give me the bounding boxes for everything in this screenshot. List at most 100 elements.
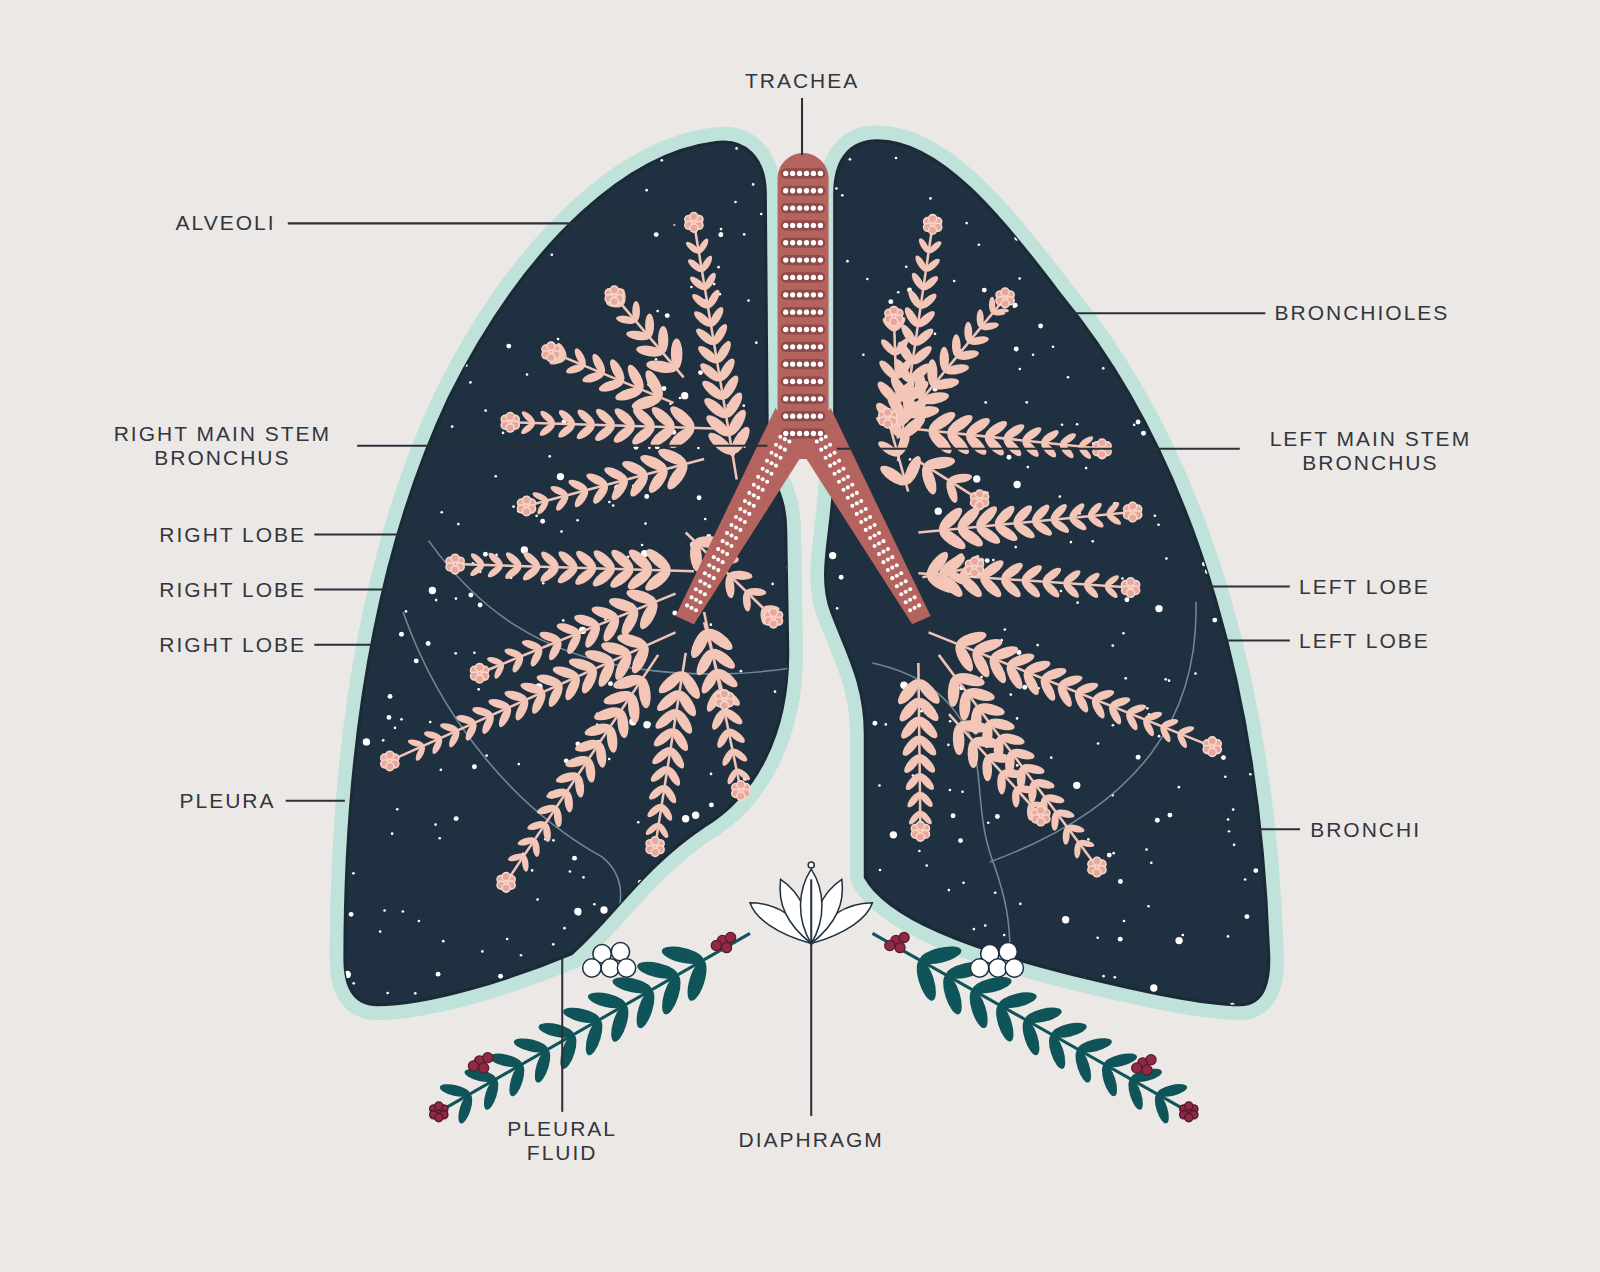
berry bbox=[479, 1063, 489, 1073]
star-dot bbox=[1172, 244, 1175, 247]
star-dot bbox=[961, 790, 964, 793]
star-dot bbox=[675, 908, 678, 911]
star-dot bbox=[1018, 277, 1021, 280]
star-dot bbox=[391, 832, 394, 835]
alveoli-cluster bbox=[976, 490, 984, 498]
star-dot bbox=[995, 814, 1000, 819]
star-dot bbox=[973, 475, 980, 482]
alveoli-cluster bbox=[476, 675, 484, 683]
alveoli-cluster bbox=[769, 608, 777, 616]
star-dot bbox=[713, 283, 716, 286]
branch-stem bbox=[929, 632, 1213, 746]
leaf bbox=[967, 740, 979, 768]
branch-stem bbox=[551, 352, 673, 403]
leaf bbox=[487, 697, 511, 711]
star-dot bbox=[934, 333, 937, 336]
star-dot bbox=[1087, 296, 1090, 299]
alveoli-cluster bbox=[884, 408, 892, 416]
leaf bbox=[555, 621, 580, 637]
ring-dot bbox=[818, 292, 823, 297]
leaf bbox=[724, 574, 735, 599]
star-dot bbox=[363, 738, 370, 745]
leaf bbox=[702, 271, 718, 291]
leaf bbox=[469, 551, 486, 567]
ring-dot bbox=[743, 499, 747, 503]
ring-dot bbox=[895, 574, 899, 578]
star-dot bbox=[1155, 818, 1160, 823]
star-dot bbox=[569, 870, 572, 873]
star-dot bbox=[929, 197, 932, 200]
bronchiole-branches bbox=[381, 213, 1222, 893]
leaf bbox=[554, 493, 571, 512]
star-dot bbox=[1096, 936, 1099, 939]
ring-dot bbox=[818, 188, 823, 193]
star-dot bbox=[1107, 853, 1112, 858]
ring-dot bbox=[797, 327, 802, 332]
star-dot bbox=[1272, 817, 1275, 820]
star-dot bbox=[548, 455, 551, 458]
berry bbox=[483, 1053, 493, 1063]
star-dot bbox=[454, 652, 457, 655]
star-dot bbox=[948, 889, 951, 892]
part-label: PLEURA bbox=[180, 789, 276, 813]
star-dot bbox=[400, 718, 403, 721]
ring-dot bbox=[815, 440, 819, 444]
leaf bbox=[947, 676, 960, 707]
ring-dot bbox=[804, 188, 809, 193]
ring-dot bbox=[783, 379, 788, 384]
star-dot bbox=[557, 473, 564, 480]
leaf bbox=[456, 1092, 475, 1125]
star-dot bbox=[1155, 605, 1162, 612]
star-dot bbox=[498, 974, 503, 979]
alveoli-cluster bbox=[451, 554, 459, 562]
star-dot bbox=[1127, 200, 1132, 205]
cartilage-ring bbox=[781, 168, 826, 178]
ring-dot bbox=[811, 309, 816, 314]
leaf bbox=[1061, 580, 1081, 600]
star-dot bbox=[1007, 455, 1012, 460]
part-label: ALVEOLI bbox=[176, 211, 276, 235]
ring-dot bbox=[818, 275, 823, 280]
alveoli-cluster bbox=[970, 557, 978, 565]
alveoli-cluster bbox=[890, 306, 898, 314]
ring-dot bbox=[716, 558, 720, 562]
star-dot bbox=[454, 816, 459, 821]
star-dot bbox=[1265, 350, 1270, 355]
star-dot bbox=[520, 954, 523, 957]
leaf bbox=[997, 772, 1006, 795]
star-dot bbox=[436, 972, 441, 977]
alveoli-cluster bbox=[720, 701, 728, 709]
ring-dot bbox=[818, 205, 823, 210]
star-dot bbox=[1129, 229, 1132, 232]
leaf bbox=[586, 989, 627, 1011]
ring-dot bbox=[804, 309, 809, 314]
ring-dot bbox=[917, 603, 921, 607]
alveoli-cluster bbox=[884, 420, 892, 428]
ring-dot bbox=[841, 488, 845, 492]
star-dot bbox=[785, 979, 788, 982]
star-dot bbox=[1062, 916, 1069, 923]
leaf bbox=[607, 357, 627, 384]
ring-dot bbox=[804, 431, 809, 436]
star-dot bbox=[593, 903, 596, 906]
star-dot bbox=[872, 721, 877, 726]
leaf bbox=[645, 466, 671, 496]
leaf bbox=[572, 347, 588, 368]
alveoli-cluster bbox=[435, 1102, 443, 1110]
leaf bbox=[714, 667, 736, 686]
pleura bbox=[345, 141, 1269, 1005]
leaf bbox=[671, 338, 683, 369]
star-dot bbox=[890, 831, 897, 838]
star-dot bbox=[947, 744, 950, 747]
ring-dot bbox=[769, 461, 773, 465]
star-dot bbox=[734, 201, 737, 204]
alveoli-cluster bbox=[547, 354, 555, 362]
ring-dot bbox=[818, 396, 823, 401]
star-dot bbox=[382, 449, 385, 452]
star-dot bbox=[1111, 644, 1114, 647]
ring-dot bbox=[904, 600, 908, 604]
alveoli-cluster bbox=[916, 822, 924, 830]
star-dot bbox=[574, 908, 581, 915]
alveoli-cluster bbox=[720, 690, 728, 698]
leaf bbox=[503, 647, 523, 660]
